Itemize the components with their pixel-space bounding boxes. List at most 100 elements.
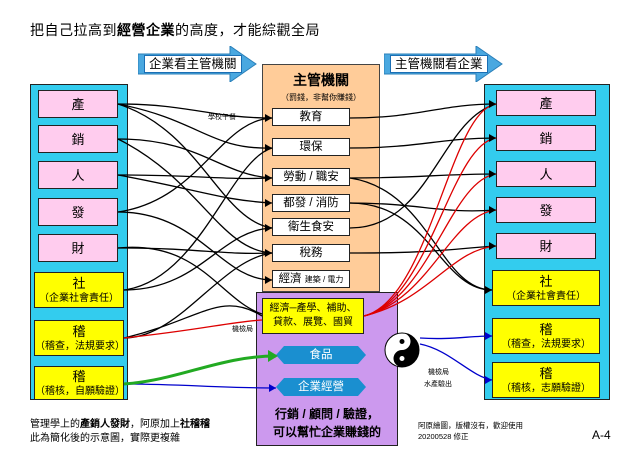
link-left-people-labor [117,174,273,180]
authority-title: 主管機關 [293,72,349,88]
link-econ-right-sales [363,137,497,317]
arrowhead [265,249,272,257]
badges-svg [276,346,366,396]
footer-left-line1-d: 社稽稽 [180,419,210,430]
right-item-sales: 銷 [496,125,596,151]
link-left-people-fire [117,174,273,204]
link-left-rnd-economy [117,211,273,281]
arrowhead [489,100,496,108]
arrowhead [489,242,496,250]
footer-left-line1-a: 管理學上的 [30,419,80,430]
authority-food-safety: 衛生食安 [272,218,350,236]
left-audit-main: 稽 [72,369,86,384]
link-left-audit-business [123,383,277,389]
link-labor-right-people [349,173,497,179]
left-item-production: 產 [38,90,118,118]
page-id: A-4 [592,428,611,442]
left-csr-main: 社 [72,276,86,291]
left-csr-sub: （企業社會責任） [39,293,119,304]
link-food-right-production [349,103,497,229]
authority-labor: 勞動 / 職安 [272,168,350,186]
arrowhead [485,332,492,340]
left-item-audit: 稽 （稽核，自願驗證） [34,366,125,400]
link-left-csr-environment [123,147,273,291]
right-item-csr: 社 （企業社會責任） [492,270,600,306]
link-left-sales-labor [117,138,273,179]
economy-line2: 貸款、展覽、國貿 [273,317,353,328]
right-item-rnd: 發 [496,197,596,223]
title-bold: 經營企業 [117,22,175,38]
left-inspection-sub: （稽查，法規要求） [35,341,125,352]
authority-economy-main: 經濟 [278,273,302,285]
footer-left-line1-c: ，阿原加上 [130,419,180,430]
footer-left-line1: 管理學上的產銷人發財，阿原加上社稽稽 [30,418,256,432]
footer-left: 管理學上的產銷人發財，阿原加上社稽稽 此為簡化後的示意圖，實際更複雜 [30,418,256,446]
business-badge-shape [276,378,366,396]
arrowhead [485,376,492,384]
authority-economy-building: 經濟 建築 / 電力 [272,270,350,288]
link-left-inspection-econ [123,305,263,339]
economy-box: 經濟─產學、補助、 貸款、展覽、國貿 [262,298,364,334]
arrowhead [265,276,272,284]
consulting-line1: 行銷 / 顧問 / 驗證， [274,407,379,421]
annotation-water: 水產驗出 [424,381,452,388]
left-item-rnd: 發 [38,198,118,226]
footer-right-line1: 阿原繪圖，版權沒有，歡迎使用 [418,421,523,430]
link-fire-right-rnd [349,202,497,212]
left-inspection-main: 稽 [72,324,86,339]
link-left-finance-econbox [117,246,263,315]
annotation-machine-left: 機檢局 [232,326,253,333]
authority-subtitle: （罰錢，非幫你賺錢） [281,93,361,102]
link-econ-right-people [363,173,497,317]
link-left-csr-food [123,227,273,291]
left-item-inspection: 稽 （稽查，法規要求） [34,320,125,356]
arrowhead [265,199,272,207]
link-education-right-production [349,103,497,119]
title-part2: 的高度，才能綜觀全局 [175,22,320,38]
authority-education: 教育 [272,108,350,126]
footer-left-line1-b: 產銷人發財 [80,419,130,430]
annotation-machine-right: 機檢局 [428,369,449,376]
left-item-finance: 財 [38,234,118,262]
link-econ-right-production [363,103,497,317]
right-inspection-sub: （稽查，法規要求） [501,339,591,350]
right-item-finance: 財 [496,233,596,259]
food-badge-shape [276,346,366,364]
link-left-inspection-econ-red [123,319,263,339]
right-item-inspection: 稽 （稽查，法規要求） [492,318,600,354]
left-item-csr: 社 （企業社會責任） [34,272,124,308]
footer-left-line2: 此為簡化後的示意圖，實際更複雜 [30,433,180,444]
banner-right-label: 主管機關看企業 [390,55,488,73]
link-left-sales-tax [117,138,273,254]
authority-economy-sub: 建築 / 電力 [304,275,344,284]
arrowhead [489,206,496,214]
right-inspection-main: 稽 [539,322,553,337]
link-econ-right-finance [363,245,497,317]
link-econ-right-rnd [363,209,497,317]
left-item-people: 人 [38,161,118,189]
right-audit-sub: （稽核，志願驗證） [501,383,591,394]
arrowhead [268,350,278,362]
consulting-text: 行銷 / 顧問 / 驗證， 可以幫忙企業賺錢的 [262,405,392,441]
link-left-production-education [117,103,273,119]
arrowhead [265,174,272,182]
link-left-production-environment [117,103,273,149]
link-left-finance-tax [117,247,273,254]
arrowhead [265,114,272,122]
title-part1: 把自己拉高到 [30,22,117,38]
right-csr-sub: （企業社會責任） [506,291,586,302]
right-item-audit: 稽 （稽核，志願驗證） [492,362,600,398]
arrowhead [489,170,496,178]
yin-yang-icon [384,332,420,368]
business-badge: 企業經營 [298,381,344,393]
page-title: 把自己拉高到經營企業的高度，才能綜觀全局 [30,20,320,40]
footer-right: 阿原繪圖，版權沒有，歡迎使用 20200528 修正 [418,420,523,442]
link-labor-right-csr [349,177,493,291]
right-csr-main: 社 [539,274,553,289]
left-audit-sub: （稽核，自願驗證） [35,386,125,397]
link-yinyang-right-inspection [419,335,493,340]
food-badge: 食品 [309,349,333,361]
consulting-line2: 可以幫忙企業賺錢的 [272,425,381,439]
arrowhead [269,384,276,392]
